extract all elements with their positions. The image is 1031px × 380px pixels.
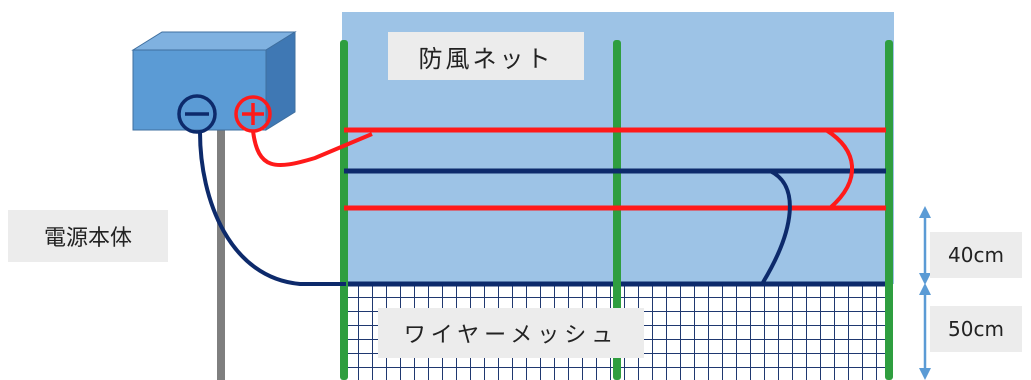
power-unit-pole <box>217 130 225 380</box>
positive-lead <box>251 130 373 167</box>
negative-jumper <box>760 169 792 286</box>
positive-jumper <box>824 128 855 210</box>
height-40cm-label: 40cm <box>930 232 1022 278</box>
dimension-arrow-40cm <box>919 206 931 285</box>
wire-mesh-label: ワイヤーメッシュ <box>378 308 644 358</box>
height-50cm-label: 50cm <box>930 306 1022 352</box>
fence-post-right <box>885 40 893 380</box>
negative-terminal <box>177 94 217 134</box>
negative-lead <box>198 131 346 286</box>
dimension-arrow-50cm <box>919 283 931 380</box>
power-unit-label: 電源本体 <box>8 210 168 262</box>
windbreak-net-label: 防風ネット <box>388 32 584 80</box>
